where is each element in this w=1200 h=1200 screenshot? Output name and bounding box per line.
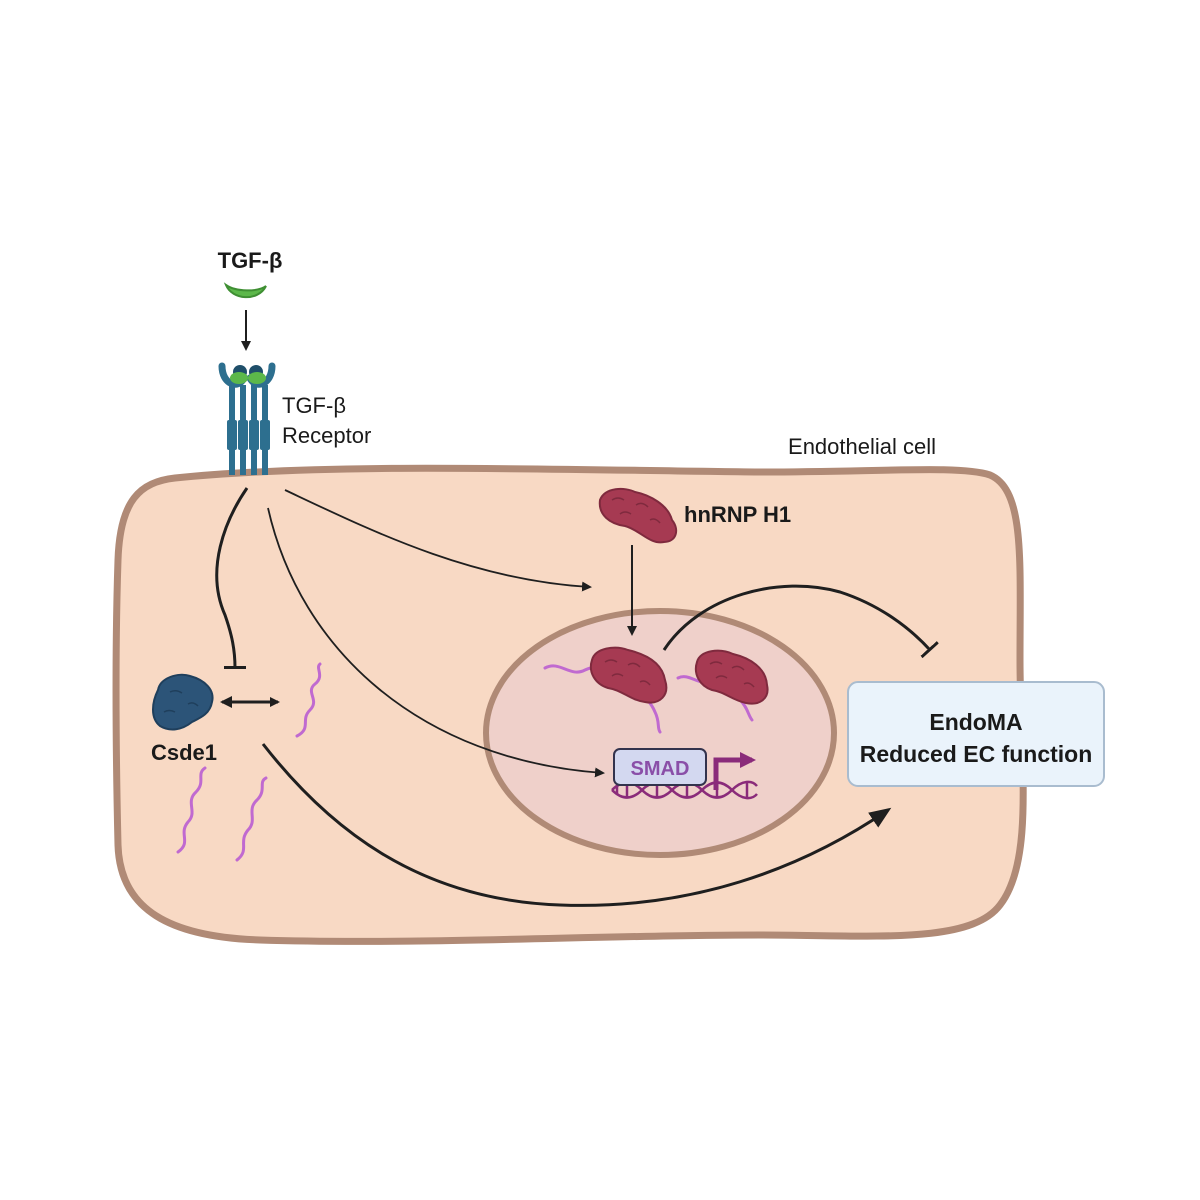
receptor-inhibits-csde1-line	[215, 487, 249, 670]
csde1-to-outcome-arrow	[261, 743, 892, 907]
tgf-beta-receptor-label-line2: Receptor	[282, 423, 371, 448]
hnrnp-inhibits-outcome-line	[662, 584, 939, 659]
csde1-label: Csde1	[151, 740, 217, 765]
tgf-beta-receptor-label-line1: TGF-β	[282, 393, 346, 418]
tgf-beta-receptor-icon	[218, 362, 276, 475]
smad-label: SMAD	[631, 758, 690, 780]
outcome-box	[847, 681, 1105, 787]
cytoplasmic-rna-icon	[176, 662, 322, 862]
tgf-beta-ligand-label: TGF-β	[218, 248, 283, 273]
outcome-title: EndoMA	[929, 709, 1022, 735]
endothelial-cell-label: Endothelial cell	[788, 434, 936, 459]
outcome-subtitle: Reduced EC function	[860, 741, 1093, 767]
receptor-to-hnrnp-arrow	[284, 489, 592, 592]
smad-box	[613, 748, 707, 786]
receptor-to-smad-arrow	[267, 507, 605, 778]
transcription-start-arrow-icon	[713, 752, 756, 790]
hnrnp-h1-nuclear-protein-icon	[589, 646, 769, 705]
hnrnp-h1-protein-icon	[598, 487, 678, 544]
csde1-protein-icon	[152, 673, 214, 731]
hnrnp-h1-label: hnRNP H1	[684, 502, 791, 527]
tgf-beta-ligand-icon	[223, 282, 267, 299]
